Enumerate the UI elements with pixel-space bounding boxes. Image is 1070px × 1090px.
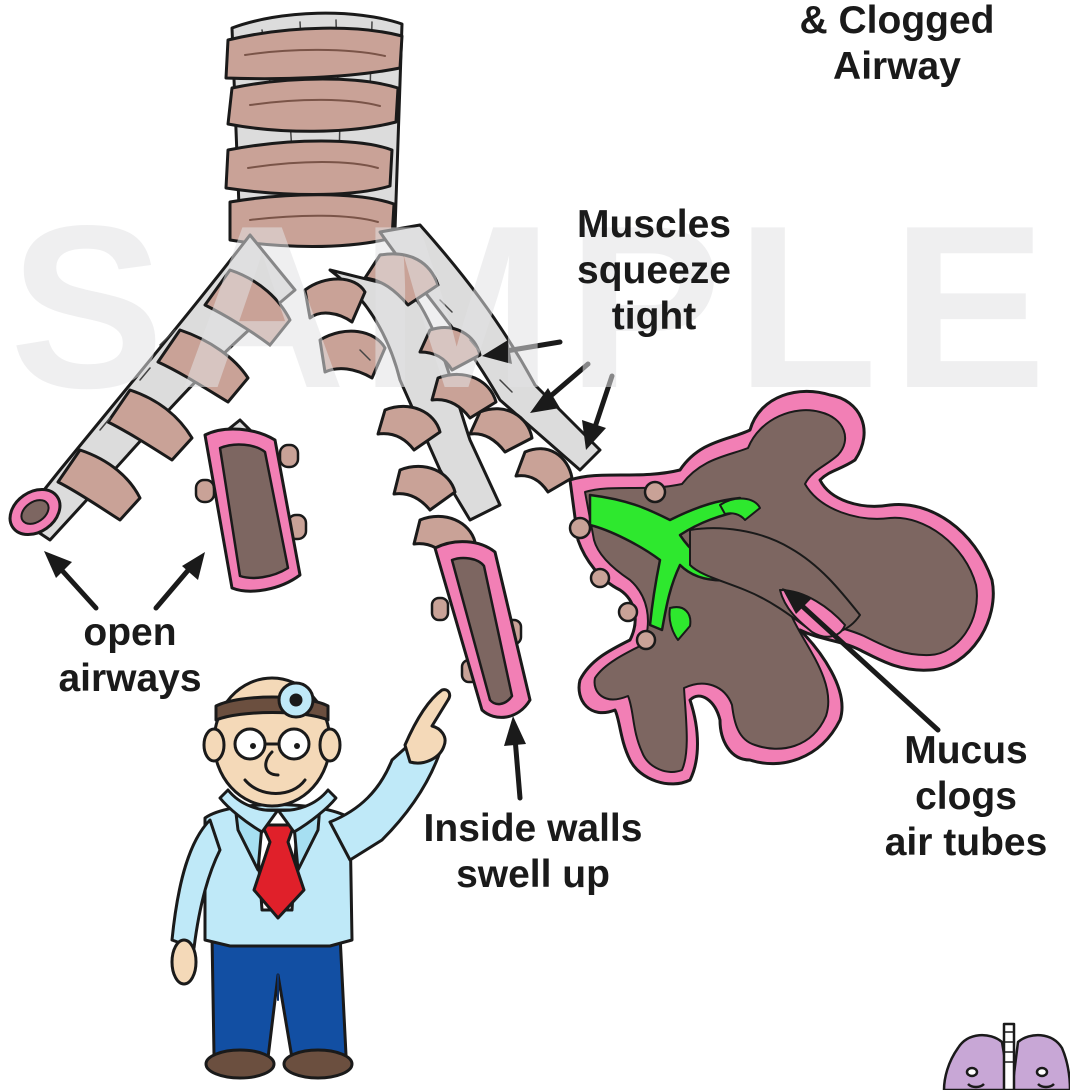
- arrow-open-2: [156, 552, 205, 608]
- label-open-airways: open airways: [30, 610, 230, 702]
- label-muscles-line-2: squeeze: [540, 248, 768, 294]
- lungs-mascot: [944, 1024, 1070, 1090]
- label-mucus-line-1: Mucus: [868, 728, 1064, 774]
- pointing-hand: [405, 690, 450, 763]
- diagram-title: & Clogged Airway: [778, 0, 1016, 90]
- label-inside-walls: Inside walls swell up: [398, 806, 668, 898]
- open-airway-cutaway: [196, 429, 306, 591]
- label-muscles-line-1: Muscles: [540, 202, 768, 248]
- label-muscles-line-3: tight: [540, 294, 768, 340]
- label-inside-walls-line-2: swell up: [398, 852, 668, 898]
- label-open-airways-line-1: open: [30, 610, 230, 656]
- label-mucus: Mucus clogs air tubes: [868, 728, 1064, 866]
- label-mucus-line-3: air tubes: [868, 820, 1064, 866]
- trachea: [226, 13, 402, 246]
- label-open-airways-line-2: airways: [30, 656, 230, 702]
- title-line-1: & Clogged: [778, 0, 1016, 44]
- label-mucus-line-2: clogs: [868, 774, 1064, 820]
- arrow-open-1: [44, 551, 96, 608]
- label-inside-walls-line-1: Inside walls: [398, 806, 668, 852]
- label-muscles: Muscles squeeze tight: [540, 202, 768, 340]
- title-line-2: Airway: [778, 44, 1016, 90]
- arrow-inside-walls: [504, 716, 526, 798]
- arrow-muscles-3: [582, 376, 612, 450]
